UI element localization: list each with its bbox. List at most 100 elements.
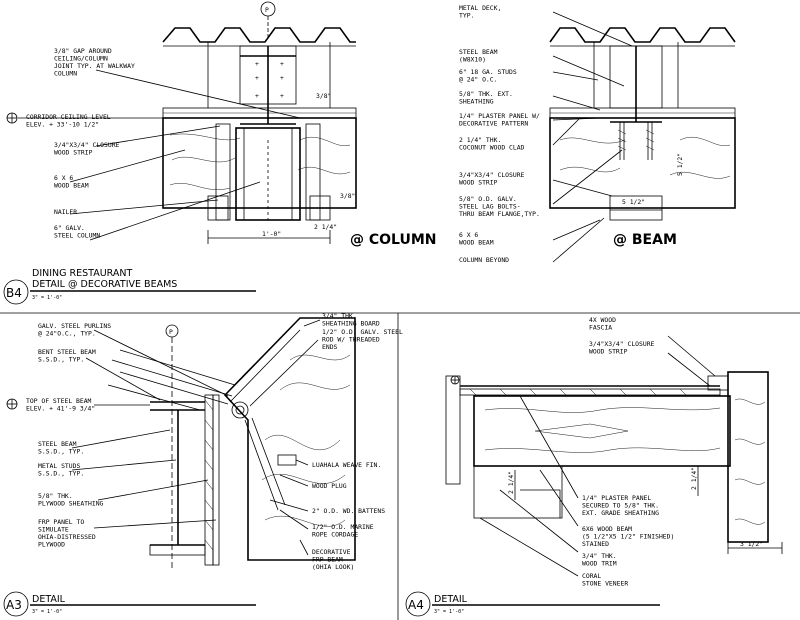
a3-label-frp-beam-3: (OHIA LOOK) (312, 563, 354, 571)
label-wood-beam-r-2: WOOD BEAM (459, 239, 494, 247)
a3-label-frp-4: PLYWOOD (38, 541, 65, 549)
b4-title-line2: DETAIL @ DECORATIVE BEAMS (32, 279, 177, 290)
b4-grid-bubble-label: P (265, 6, 269, 14)
a3-label-weave: LUAHALA WEAVE FIN. (312, 461, 381, 469)
label-closure-r-2: WOOD STRIP (459, 179, 498, 187)
label-corridor-1: CORRIDOR CEILING LEVEL (26, 113, 111, 121)
a3-title-block: A3 DETAIL 3" = 1'-0" (3, 591, 256, 617)
a4-label-closure-1: 3/4"X3/4" CLOSURE (589, 340, 655, 348)
label-gap-2: CEILING/COLUMN (54, 55, 108, 63)
svg-text:5/8" THK. PLYWOOD SHEATH: 5/8" THK. PLYWOOD SHEATHING (38, 492, 104, 508)
b4-detail-tag: B4 (6, 286, 22, 300)
b4-beam-heading: @ BEAM (613, 232, 677, 248)
label-coconut-2: COCONUT WOOD CLAD (459, 144, 525, 152)
svg-text:+: + (255, 92, 259, 100)
svg-text:CORRIDOR CEILING LEVEL E: CORRIDOR CEILING LEVEL ELEV. + 33'-10 1/… (26, 113, 115, 129)
a4-label-beam-2: (5 1/2"X5 1/2" FINISHED) (582, 533, 674, 541)
a3-label-studs-1: METAL STUDS (38, 462, 80, 470)
label-lag-1: 5/8" O.D. GALV. (459, 195, 517, 203)
a4-label-plaster-2: SECURED TO 5/8" THK. (582, 502, 659, 510)
svg-text:2 1/4" THK. COCONUT WOOD: 2 1/4" THK. COCONUT WOOD CLAD (459, 136, 525, 152)
label-plaster-2: DECORATIVE PATTERN (459, 120, 528, 128)
svg-text:4X WOOD FASCIA: 4X WOOD FASCIA (589, 316, 620, 332)
label-closure-1: 3/4"X3/4" CLOSURE (54, 141, 120, 149)
svg-text:METAL STUDS S.S.D., TYP.: METAL STUDS S.S.D., TYP. (38, 462, 84, 478)
a4-label-fascia-1: 4X WOOD (589, 316, 616, 324)
a3-label-frp-beam-1: DECORATIVE (312, 548, 351, 556)
label-studs-1: 6" 18 GA. STUDS (459, 68, 517, 76)
a3-label-studs-2: S.S.D., TYP. (38, 470, 84, 478)
a3-label-rope-1: 1/2" O.D. MARINE (312, 523, 374, 531)
a3-label-sheath-board-1: 3/4" THK. (322, 312, 357, 320)
label-lag-3: THRU BEAM FLANGE,TYP. (459, 210, 540, 218)
label-gap-4: COLUMN (54, 70, 77, 78)
svg-text:+: + (255, 60, 259, 68)
a3-label-rope-2: ROPE CORDAGE (312, 531, 358, 539)
svg-text:STEEL BEAM (W8X10): STEEL BEAM (W8X10) (459, 48, 501, 64)
a4-label-fascia-2: FASCIA (589, 324, 612, 332)
b4-dim-5-1-2: 5 1/2" (622, 198, 645, 206)
svg-text:+: + (280, 60, 284, 68)
b4-title-block: B4 DINING RESTAURANT DETAIL @ DECORATIVE… (3, 268, 256, 305)
label-studs-2: @ 24" O.C. (459, 76, 497, 84)
a4-label-beam-1: 6X6 WOOD BEAM (582, 525, 632, 533)
svg-text:1/4" PLASTER PANEL W/ DE: 1/4" PLASTER PANEL W/ DECORATIVE PATTERN (459, 112, 544, 128)
a3-label-frp-2: SIMULATE (38, 526, 69, 534)
a3-label-beam-1: STEEL BEAM (38, 440, 77, 448)
a4-detail-tag: A4 (408, 598, 424, 612)
a3-label-bent-1: BENT STEEL BEAM (38, 348, 96, 356)
a4-scale: 3" = 1'-0" (434, 609, 464, 615)
a3-label-beam-2: S.S.D., TYP. (38, 448, 84, 456)
svg-text:6 X 6 WOOD BEAM: 6 X 6 WOOD BEAM (459, 231, 494, 247)
label-steel-column-2: STEEL COLUMN (54, 232, 100, 240)
a3-label-frp-1: FRP PANEL TO (38, 518, 84, 526)
svg-text:METAL DECK, TYP.: METAL DECK, TYP. (459, 4, 505, 20)
a3-label-frp-3: OHIA-DISTRESSED (38, 533, 96, 541)
a4-label-coral-1: CORAL (582, 572, 601, 580)
a3-label-bent-2: S.S.D., TYP. (38, 356, 84, 364)
a3-grid-bubble-label: P (169, 328, 173, 336)
label-steel-column-1: 6" GALV. (54, 224, 85, 232)
svg-text:FRP PANEL TO SIMULATE: FRP PANEL TO SIMULATE OHIA-DISTRESSED PL… (38, 518, 100, 549)
b4-dim-3-8-a: 3/8" (316, 92, 331, 100)
a3-drawing: P (71, 317, 356, 570)
svg-text:BENT STEEL BEAM S.S.D.,: BENT STEEL BEAM S.S.D., TYP. (38, 348, 100, 364)
svg-text:+: + (255, 74, 259, 82)
label-wood-beam-2: WOOD BEAM (54, 182, 89, 190)
a3-label-battens: 2" O.D. WD. BATTENS (312, 507, 385, 515)
a3-title: DETAIL (32, 594, 66, 605)
b4-detail-tag-circle (3, 279, 29, 305)
svg-text:1/2" O.D. GALV. STEEL RO: 1/2" O.D. GALV. STEEL ROD W/ THREADED EN… (322, 328, 407, 351)
a4-dim-2-1-4-a: 2 1/4" (507, 471, 515, 494)
a4-dim-2-1-4-b: 2 1/4" (690, 467, 698, 490)
label-sheathing-1: 5/8" THK. EXT. (459, 90, 513, 98)
a4-label-plaster-1: 1/4" PLASTER PANEL (582, 494, 651, 502)
svg-text:3/4"X3/4" CLOSURE WOOD S: 3/4"X3/4" CLOSURE WOOD STRIP (459, 171, 528, 187)
b4-dim-5-1-2-vertical: 5 1/2" (676, 153, 684, 176)
a4-label-coral-2: STONE VENEER (582, 580, 628, 588)
b4-beam-section: 5 1/2" 5 1/2" @ BEAM (549, 11, 736, 263)
label-sheathing-2: SHEATHING (459, 98, 494, 106)
a3-detail-tag: A3 (6, 598, 22, 612)
label-gap-1: 3/8" GAP AROUND (54, 47, 112, 55)
svg-text:3/8" GAP AROUND CEILING/: 3/8" GAP AROUND CEILING/COLUMN JOINT TYP… (54, 47, 139, 78)
b4-scale: 3" = 1'-0" (32, 295, 62, 301)
b4-dim-3-8-b: 3/8" (340, 192, 355, 200)
label-plaster-1: 1/4" PLASTER PANEL W/ (459, 112, 540, 120)
label-closure-2: WOOD STRIP (54, 149, 93, 157)
label-gap-3: JOINT TYP. AT WALKWAY (54, 62, 135, 70)
a4-dim-3-1-2: 3 1/2" (740, 540, 763, 548)
a4-labels: 4X WOOD FASCIA 3/4"X3/4" CLOSURE WOOD ST… (582, 316, 674, 588)
svg-text:3/4" THK. WOOD TRIM: 3/4" THK. WOOD TRIM (582, 552, 621, 568)
a3-label-purlins-1: GALV. STEEL PURLINS (38, 322, 111, 330)
svg-text:1/2" O.D. MARINE ROPE CO: 1/2" O.D. MARINE ROPE CORDAGE (312, 523, 377, 539)
b4-left-labels: 3/8" GAP AROUND CEILING/COLUMN JOINT TYP… (26, 47, 139, 240)
svg-text:5/8" O.D. GALV. STEEL LA: 5/8" O.D. GALV. STEEL LAG BOLTS- THRU BE… (459, 195, 540, 218)
a3-label-sheath-board-2: SHEATHING BOARD (322, 320, 380, 328)
svg-text:6 X 6 WOOD BEAM: 6 X 6 WOOD BEAM (54, 174, 89, 190)
a3-label-ply-2: PLYWOOD SHEATHING (38, 500, 104, 508)
label-corridor-2: ELEV. + 33'-10 1/2" (26, 121, 99, 129)
label-wood-beam-r-1: 6 X 6 (459, 231, 478, 239)
